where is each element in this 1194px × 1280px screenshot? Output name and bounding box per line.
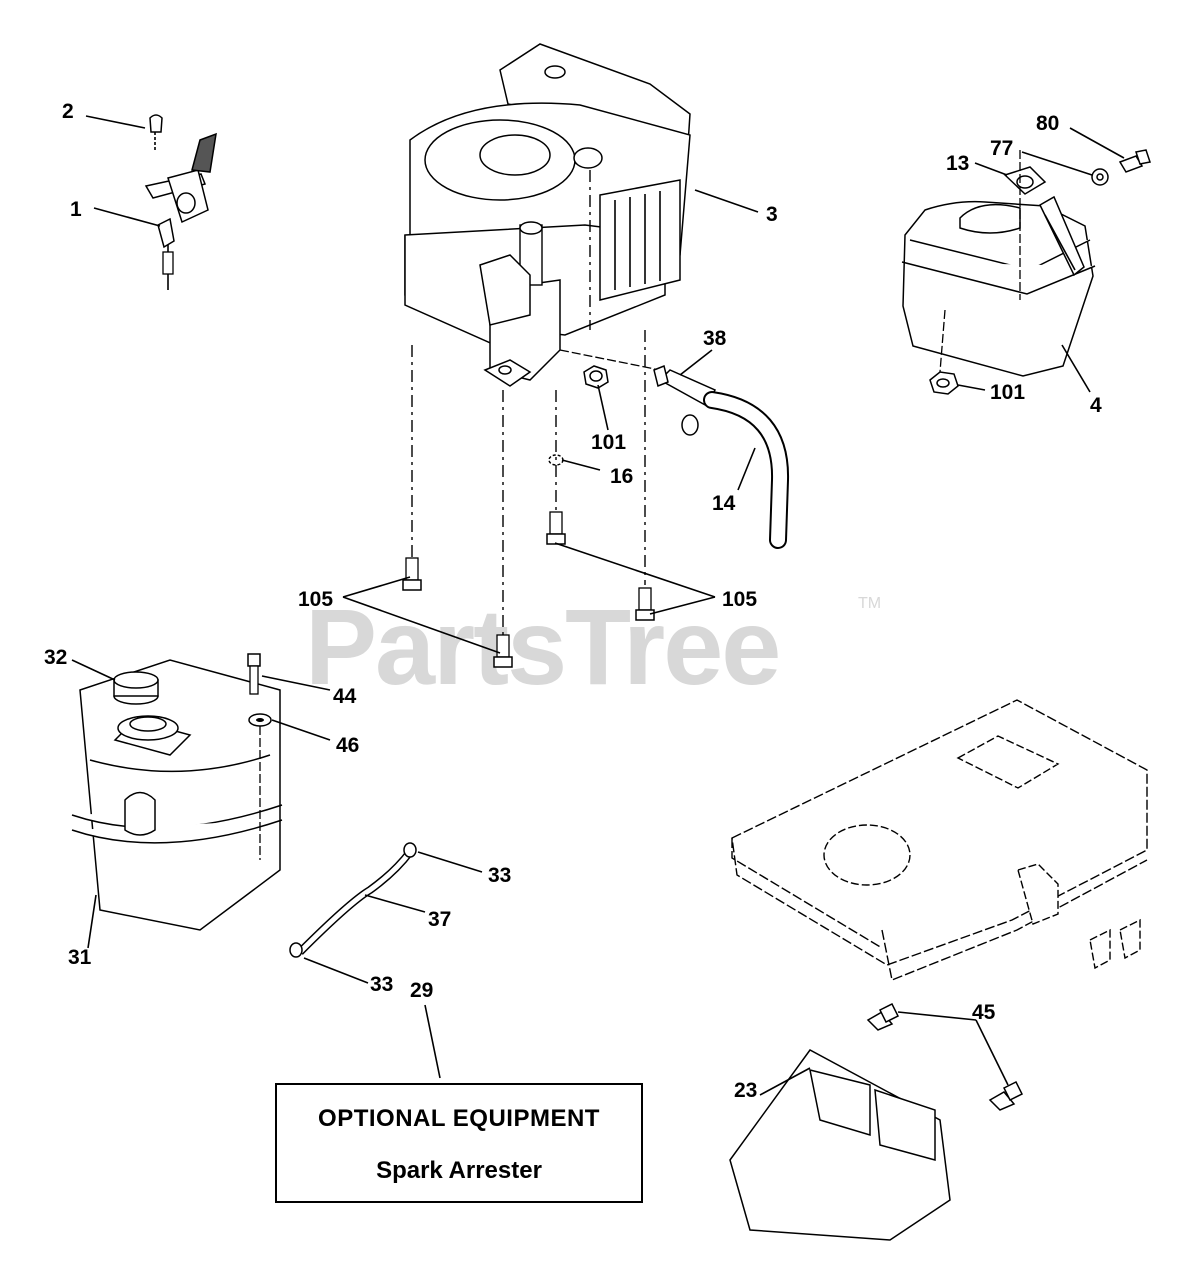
callout-label: 46 (336, 734, 359, 757)
hose-clamp-part (653, 364, 717, 436)
callout-label: 23 (734, 1079, 757, 1102)
callout-label: 31 (68, 946, 92, 969)
optional-equipment-box: OPTIONAL EQUIPMENT Spark Arrester (275, 1083, 643, 1203)
bolt-part (402, 557, 422, 591)
fuel-hose-part (703, 391, 790, 549)
callout-label: 14 (712, 492, 736, 515)
callout-label: 1 (70, 198, 82, 221)
callout-label: 3 (766, 203, 778, 226)
throttle-control-part (144, 114, 217, 290)
engine-part (404, 43, 691, 387)
bolt-part (635, 587, 655, 621)
leader-lines (71, 115, 1125, 1096)
muffler-part (901, 195, 1096, 377)
spark-arrester-label: Spark Arrester (376, 1157, 542, 1184)
fuel-line-part (297, 849, 414, 955)
optional-equipment-title: OPTIONAL EQUIPMENT (318, 1105, 600, 1132)
callout-label: 4 (1090, 394, 1102, 417)
callout-label: 33 (370, 973, 393, 996)
callout-label: 38 (703, 327, 727, 350)
frame-plate-part (731, 699, 1148, 981)
callout-label: 45 (972, 1001, 996, 1024)
nut-part (929, 371, 959, 395)
callout-label: 44 (333, 685, 357, 708)
washer-part (248, 713, 272, 727)
callout-label: 77 (990, 137, 1013, 160)
fuel-tank-part (71, 659, 283, 931)
bolt-part (493, 634, 513, 668)
callout-label: 105 (722, 588, 757, 611)
screw-part (1118, 149, 1151, 173)
callout-label: 13 (946, 152, 969, 175)
callout-label: 105 (298, 588, 333, 611)
screw-part (988, 1080, 1024, 1111)
callout-label: 80 (1036, 112, 1059, 135)
callout-label: 29 (410, 979, 433, 1002)
callout-label: 2 (62, 100, 74, 123)
heat-shield-part (729, 1049, 951, 1241)
gasket-part (1003, 166, 1047, 195)
bolt-part (546, 511, 566, 545)
screw-part (866, 1002, 900, 1031)
fuel-cap-part (113, 671, 159, 705)
hose-clamp-part (289, 942, 303, 958)
watermark-trademark: TM (858, 595, 881, 612)
callout-label: 16 (610, 465, 633, 488)
callout-label: 101 (591, 431, 626, 454)
callout-label: 37 (428, 908, 451, 931)
washer-part (1091, 168, 1109, 186)
callout-label: 101 (990, 381, 1025, 404)
callout-label: 32 (44, 646, 67, 669)
nut-part (583, 365, 609, 389)
hose-clamp-part (403, 842, 417, 858)
screw-part (247, 653, 261, 695)
watermark-text: PartsTree (305, 586, 779, 707)
callout-label: 33 (488, 864, 511, 887)
